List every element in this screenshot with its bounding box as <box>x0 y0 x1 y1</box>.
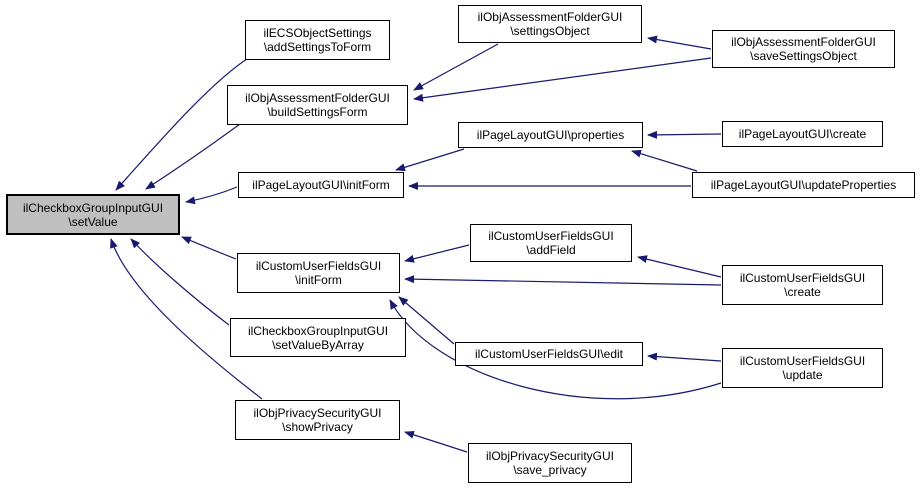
edge-saveSettingsObject-buildSettingsForm <box>413 57 712 102</box>
edge-plCreate-plProperties <box>647 130 722 139</box>
node-ilPageLayoutGUI-properties[interactable]: ilPageLayoutGUI\properties <box>458 122 643 148</box>
node-label-line: \create <box>784 285 821 299</box>
edge-settingsObject-buildSettingsForm <box>413 43 499 91</box>
node-ilPageLayoutGUI-create[interactable]: ilPageLayoutGUI\create <box>722 121 883 147</box>
node-ilCheckboxGroupInputGUI-setValue: ilCheckboxGroupInputGUI \setValue <box>6 194 180 235</box>
edge-showPrivacy-setValue <box>110 238 263 400</box>
node-label-line: ilCheckboxGroupInputGUI <box>22 200 164 215</box>
node-ilECSObjectSettings-addSettingsToForm[interactable]: ilECSObjectSettings \addSettingsToForm <box>245 20 390 60</box>
edge-plProperties-plInitForm <box>395 148 465 172</box>
node-label-line: ilPageLayoutGUI\create <box>738 127 867 141</box>
node-ilCustomUserFieldsGUI-addField[interactable]: ilCustomUserFieldsGUI \addField <box>470 224 632 262</box>
edge-cufUpdate-cufEdit <box>647 352 722 362</box>
node-ilObjPrivacySecurityGUI-save_privacy[interactable]: ilObjPrivacySecurityGUI \save_privacy <box>468 443 632 483</box>
node-label-line: \addField <box>526 243 576 257</box>
node-label-line: ilCustomUserFieldsGUI <box>739 271 866 285</box>
edge-cufUpdate-cufInitForm <box>389 299 722 400</box>
node-label-line: ilCustomUserFieldsGUI\edit <box>474 347 624 361</box>
node-label-line: \update <box>782 368 823 382</box>
node-ilCustomUserFieldsGUI-initForm[interactable]: ilCustomUserFieldsGUI \initForm <box>237 253 400 293</box>
node-ilObjAssessmentFolderGUI-settingsObject[interactable]: ilObjAssessmentFolderGUI \settingsObject <box>458 5 642 43</box>
node-ilObjPrivacySecurityGUI-showPrivacy[interactable]: ilObjPrivacySecurityGUI \showPrivacy <box>235 400 400 440</box>
node-label-line: ilPageLayoutGUI\properties <box>476 128 625 142</box>
node-label-line: \saveSettingsObject <box>750 49 857 63</box>
node-ilCheckboxGroupInputGUI-setValueByArray[interactable]: ilCheckboxGroupInputGUI \setValueByArray <box>230 318 406 357</box>
node-label-line: ilCustomUserFieldsGUI <box>488 229 614 243</box>
node-label-line: \buildSettingsForm <box>267 105 368 119</box>
node-ilObjAssessmentFolderGUI-buildSettingsForm[interactable]: ilObjAssessmentFolderGUI \buildSettingsF… <box>227 85 408 125</box>
edge-cufAddField-cufInitForm <box>404 244 470 263</box>
edge-cufInitForm-setValue <box>181 236 237 260</box>
edge-cufCreate-cufInitForm <box>404 275 722 286</box>
node-ilCustomUserFieldsGUI-edit[interactable]: ilCustomUserFieldsGUI\edit <box>455 342 643 366</box>
node-label-line: ilECSObjectSettings <box>263 26 372 40</box>
node-label-line: \initForm <box>295 273 342 287</box>
node-label-line: ilCustomUserFieldsGUI <box>739 354 866 368</box>
node-label-line: ilObjAssessmentFolderGUI <box>731 35 876 49</box>
edge-cufCreate-cufAddField <box>637 255 722 278</box>
node-label-line: ilPageLayoutGUI\updateProperties <box>710 178 897 192</box>
edge-buildSettingsForm-setValue <box>145 123 241 190</box>
node-label-line: ilObjAssessmentFolderGUI <box>245 91 390 105</box>
edge-plUpdateProperties-plProperties <box>631 149 698 172</box>
node-ilCustomUserFieldsGUI-update[interactable]: ilCustomUserFieldsGUI \update <box>722 348 883 388</box>
node-ilPageLayoutGUI-updateProperties[interactable]: ilPageLayoutGUI\updateProperties <box>692 172 915 198</box>
edge-addSettingsToForm-setValue <box>115 56 251 191</box>
node-label-line: \addSettingsToForm <box>263 40 372 54</box>
node-label-line: \setValueByArray <box>272 337 364 352</box>
node-label-line: ilObjPrivacySecurityGUI <box>485 449 615 463</box>
edge-savePrivacy-showPrivacy <box>404 430 468 453</box>
edge-cufEdit-cufInitForm <box>398 296 455 345</box>
node-label-line: ilObjAssessmentFolderGUI <box>477 10 623 24</box>
node-label-line: \settingsObject <box>510 24 590 38</box>
edge-plInitForm-setValue <box>185 186 238 205</box>
node-label-line: ilPageLayoutGUI\initForm <box>252 178 390 192</box>
node-label-line: ilCustomUserFieldsGUI <box>255 259 382 273</box>
node-ilPageLayoutGUI-initForm[interactable]: ilPageLayoutGUI\initForm <box>238 172 404 198</box>
edge-saveSettingsObject-settingsObject <box>647 35 712 50</box>
node-label-line: \setValue <box>68 214 118 229</box>
node-ilCustomUserFieldsGUI-create[interactable]: ilCustomUserFieldsGUI \create <box>722 265 883 305</box>
node-ilObjAssessmentFolderGUI-saveSettingsObject[interactable]: ilObjAssessmentFolderGUI \saveSettingsOb… <box>712 30 895 68</box>
node-label-line: ilCheckboxGroupInputGUI <box>247 323 389 338</box>
node-label-line: \save_privacy <box>513 463 587 477</box>
edge-setValueByArray-setValue <box>130 238 230 326</box>
node-label-line: \showPrivacy <box>282 420 353 434</box>
node-label-line: ilObjPrivacySecurityGUI <box>253 406 382 420</box>
